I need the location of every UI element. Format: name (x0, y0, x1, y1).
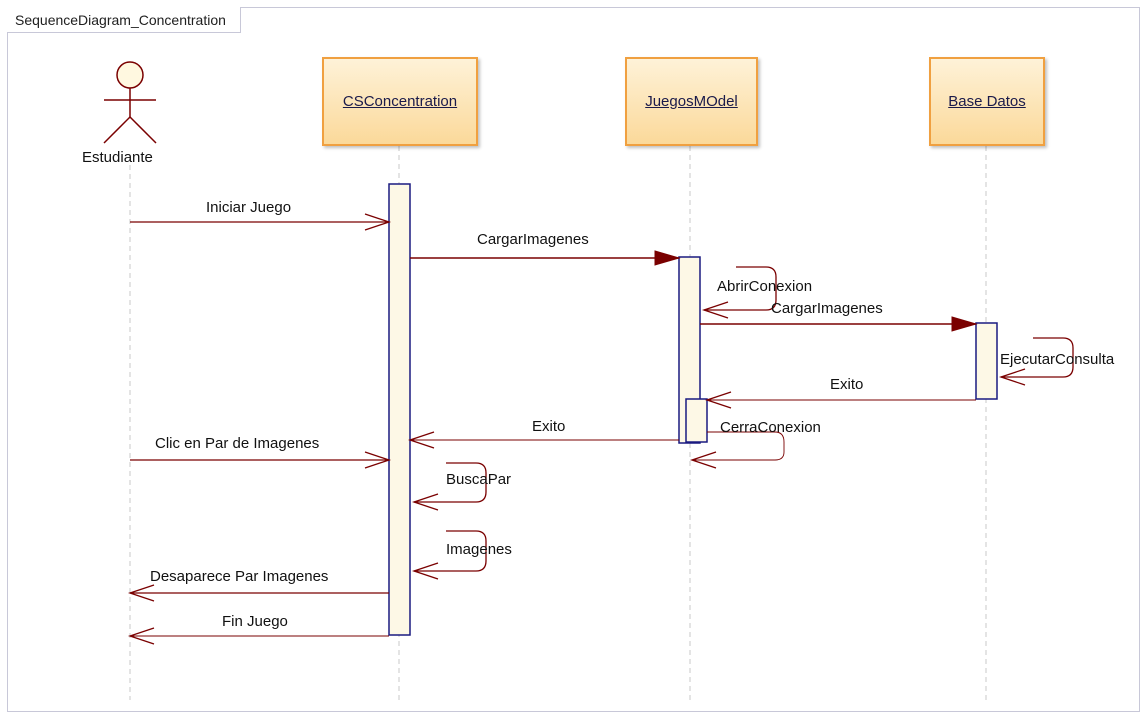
actor-head (116, 61, 144, 89)
arrow-head-open (407, 431, 435, 449)
arrow-head-open (998, 368, 1026, 386)
arrow-head-open (364, 213, 392, 231)
arrow-head-open (364, 451, 392, 469)
arrow-head-filled (654, 250, 681, 266)
message-label-abrirconexion: AbrirConexion (717, 278, 813, 295)
message-label-iniciar-juego: Iniciar Juego (206, 199, 292, 216)
lifeline-box-csconcentration[interactable]: CSConcentration (322, 57, 478, 146)
message-imagenes (414, 530, 487, 572)
lifeline-box-juegosmodel[interactable]: JuegosMOdel (625, 57, 758, 146)
arrow-head-open (127, 627, 155, 645)
activation-juegosmodel-nested (685, 398, 708, 443)
arrow-head-open (127, 584, 155, 602)
message-label-buscapar: BuscaPar (446, 471, 512, 488)
activation-juegosmodel (678, 256, 701, 444)
message-label-ejecutarconsulta: EjecutarConsulta (1000, 351, 1115, 368)
message-label-cargarimagenes-2: CargarImagenes (771, 300, 883, 317)
actor-right-leg (129, 116, 157, 144)
activation-csconcentration (388, 183, 411, 636)
message-label-fin-juego: Fin Juego (222, 613, 288, 630)
lifeline-name-base-datos: Base Datos (948, 93, 1026, 110)
arrow-head-filled (951, 316, 978, 332)
arrow-head-open (704, 391, 732, 409)
lifeline-name-csconcentration: CSConcentration (342, 93, 458, 110)
activation-base-datos (975, 322, 998, 400)
arrow-head-open (689, 451, 717, 469)
arrow-head-open (701, 301, 729, 319)
message-buscapar (414, 462, 487, 503)
message-cerraconexion (692, 431, 785, 461)
message-label-exito-1: Exito (830, 376, 864, 393)
lifeline-name-juegosmodel: JuegosMOdel (645, 93, 738, 110)
message-label-clic-en-par-de-imagenes: Clic en Par de Imagenes (155, 435, 320, 452)
diagram-title-tab: SequenceDiagram_Concentration (7, 7, 241, 33)
arrow-head-open (411, 493, 439, 511)
message-abrirconexion (704, 266, 777, 311)
message-label-desaparece-par-imagenes: Desaparece Par Imagenes (150, 568, 329, 585)
message-label-cerraconexion: CerraConexion (720, 419, 821, 436)
message-label-exito-2: Exito (532, 418, 566, 435)
message-label-cargarimagenes-1: CargarImagenes (477, 231, 589, 248)
actor-label-estudiante: Estudiante (82, 149, 153, 166)
lifeline-box-base-datos[interactable]: Base Datos (929, 57, 1045, 146)
arrow-head-open (411, 562, 439, 580)
message-ejecutarconsulta (1001, 337, 1074, 378)
message-label-imagenes: Imagenes (446, 541, 512, 558)
diagram-frame (7, 7, 1140, 712)
actor-left-leg (103, 116, 131, 144)
